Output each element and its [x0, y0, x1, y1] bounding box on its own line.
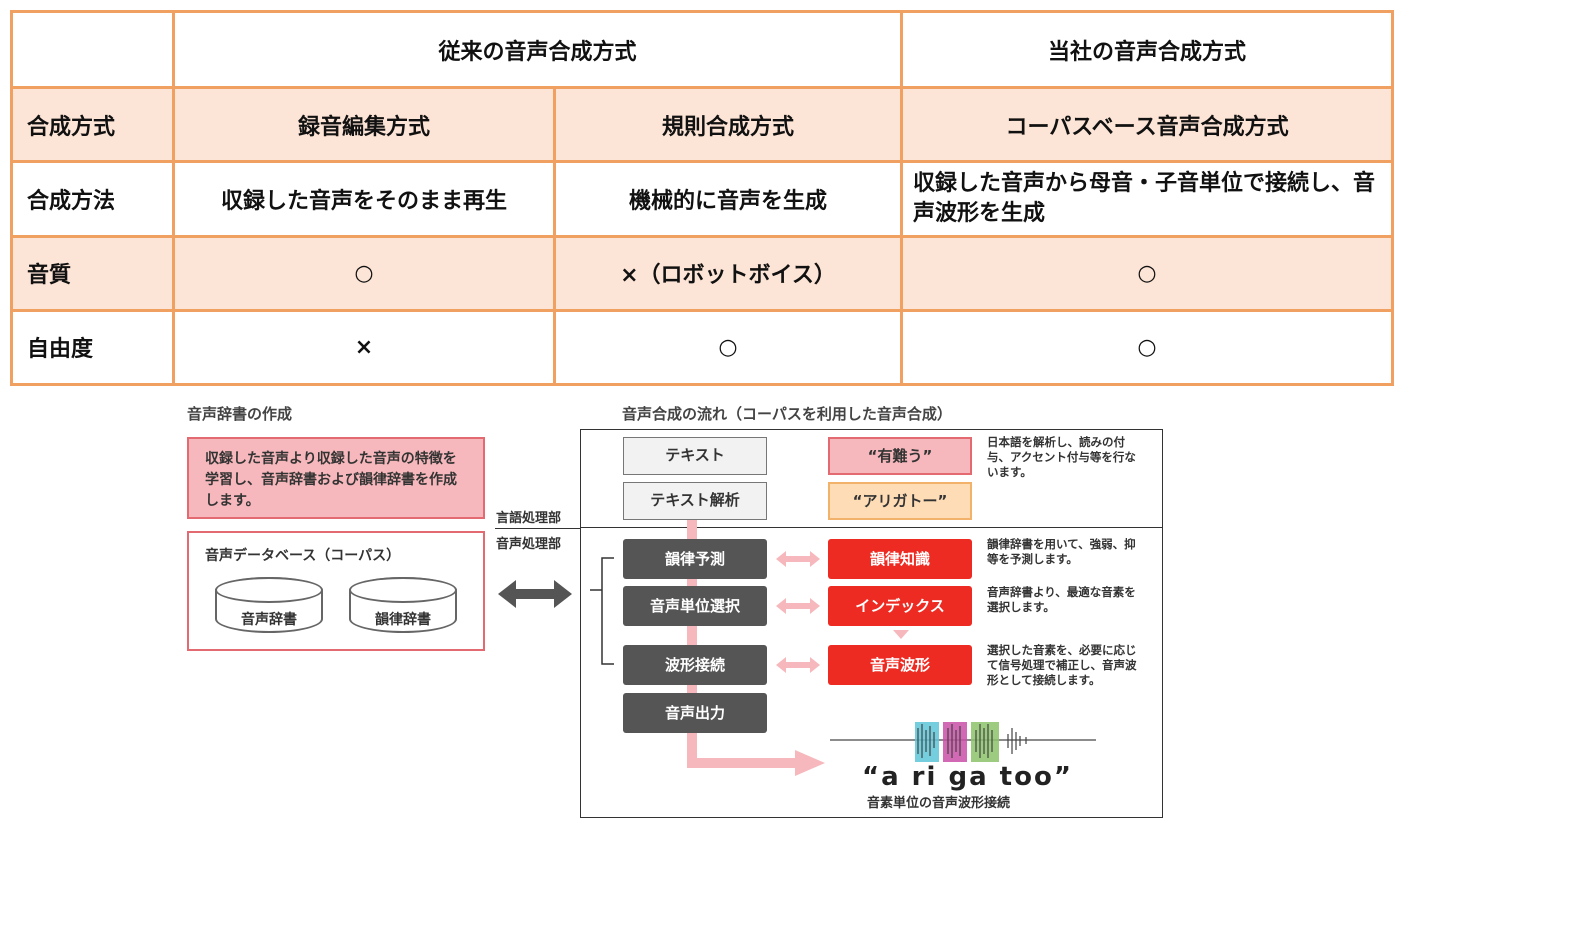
example-kana: “アリガトー” — [828, 482, 972, 520]
step-text-analysis: テキスト解析 — [623, 482, 767, 520]
header-conventional: 従来の音声合成方式 — [171, 9, 904, 90]
dictionary-section-title: 音声辞書の作成 — [187, 405, 293, 423]
example-kanji: “有難う” — [828, 437, 972, 475]
table-cell: コーパスベース音声合成方式 — [900, 86, 1395, 164]
arigatoo-text: “a ri ga too” — [862, 762, 1073, 792]
header-empty-cell — [10, 9, 175, 90]
table-header-row: 従来の音声合成方式 当社の音声合成方式 — [10, 9, 1395, 90]
prosody-dictionary-label: 韻律辞書 — [375, 612, 431, 628]
corpus-database-box: 音声データベース（コーパス） 音声辞書 韻律辞書 — [187, 531, 485, 651]
bracket-icon — [590, 557, 614, 665]
double-arrow-icon — [498, 580, 572, 608]
table-row: 自由度 × ○ ○ — [10, 308, 1395, 387]
step-speech-output: 音声出力 — [623, 693, 767, 733]
small-double-arrow-icon — [776, 551, 820, 567]
prosody-dictionary-cylinder: 韻律辞書 — [349, 577, 457, 633]
table-cell: ○ — [172, 234, 556, 312]
prosody-knowledge-box: 韻律知識 — [828, 539, 972, 579]
table-cell: × — [172, 308, 556, 387]
table-cell: ○ — [900, 234, 1395, 312]
cylinder-top — [349, 577, 457, 603]
step-text: テキスト — [623, 437, 767, 475]
table-cell: 録音編集方式 — [172, 86, 556, 164]
waveform-icon — [830, 722, 1096, 762]
arigatoo-caption: 音素単位の音声波形接続 — [867, 796, 1011, 811]
table-cell: ○ — [552, 308, 904, 387]
table-row: 合成方式 録音編集方式 規則合成方式 コーパスベース音声合成方式 — [10, 86, 1395, 164]
step-waveform-concat: 波形接続 — [623, 645, 767, 685]
dictionary-note: 収録した音声より収録した音声の特徴を学習し、音声辞書および韻律辞書を作成します。 — [187, 437, 485, 519]
table-cell: ○ — [900, 308, 1395, 387]
down-triangle-icon — [893, 630, 909, 639]
row-label: 音質 — [10, 234, 175, 312]
table-cell: 収録した音声をそのまま再生 — [172, 160, 556, 238]
table-cell: 機械的に音声を生成 — [552, 160, 904, 238]
desc-text-analysis: 日本語を解析し、読みの付与、アクセント付与等を行ないます。 — [987, 435, 1136, 479]
table-row: 合成方法 収録した音声をそのまま再生 機械的に音声を生成 収録した音声から母音・… — [10, 160, 1395, 238]
speech-waveform-box: 音声波形 — [828, 645, 972, 685]
speech-dictionary-cylinder: 音声辞書 — [215, 577, 323, 633]
row-label: 自由度 — [10, 308, 175, 387]
index-box: インデックス — [828, 586, 972, 626]
language-processing-label: 言語処理部 — [496, 511, 562, 526]
row-label: 合成方式 — [10, 86, 175, 164]
flow-section-title: 音声合成の流れ（コーパスを利用した音声合成） — [622, 405, 952, 423]
flow-arrow-icon — [687, 520, 825, 776]
cylinder-top — [215, 577, 323, 603]
corpus-title: 音声データベース（コーパス） — [205, 548, 401, 564]
desc-unit-selection: 音声辞書より、最適な音素を選択します。 — [987, 585, 1136, 614]
small-double-arrow-icon — [776, 598, 820, 614]
table-row: 音質 ○ ×（ロボットボイス） ○ — [10, 234, 1395, 312]
comparison-table: 従来の音声合成方式 当社の音声合成方式 合成方式 録音編集方式 規則合成方式 コ… — [10, 9, 1395, 387]
table-cell: 収録した音声から母音・子音単位で接続し、音声波形を生成 — [900, 160, 1395, 238]
desc-waveform: 選択した音素を、必要に応じて信号処理で補正し、音声波形として接続します。 — [987, 643, 1137, 687]
header-ours: 当社の音声合成方式 — [900, 9, 1395, 90]
voice-processing-label: 音声処理部 — [496, 537, 562, 552]
flow-divider — [580, 527, 1163, 528]
section-divider — [495, 528, 580, 529]
step-unit-selection: 音声単位選択 — [623, 586, 767, 626]
speech-dictionary-label: 音声辞書 — [241, 612, 297, 628]
row-label: 合成方法 — [10, 160, 175, 238]
step-prosody-prediction: 韻律予測 — [623, 539, 767, 579]
table-cell: ×（ロボットボイス） — [552, 234, 904, 312]
flow-frame — [580, 429, 1163, 818]
table-cell: 規則合成方式 — [552, 86, 904, 164]
small-double-arrow-icon — [776, 657, 820, 673]
desc-prosody: 韻律辞書を用いて、強弱、抑等を予測します。 — [987, 537, 1136, 566]
